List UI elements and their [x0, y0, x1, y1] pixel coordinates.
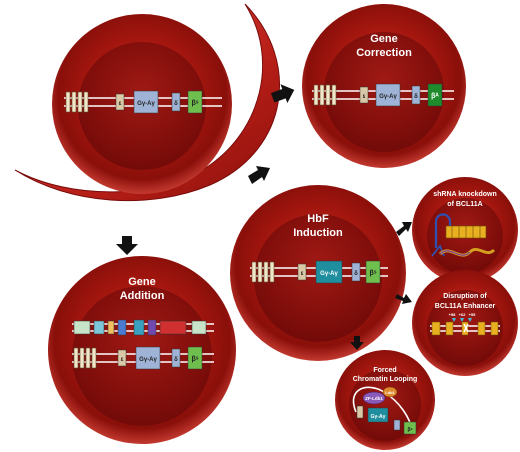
- epsilon-gene: [297, 263, 307, 281]
- gene-correction-title-2: Correction: [356, 47, 412, 59]
- epsilon-gene: [356, 405, 364, 419]
- looping-illustration: Gγ-Aγ βˢ ZF-Ldb1 Ldb1: [352, 386, 417, 435]
- looping-title-1: Forced: [373, 367, 396, 374]
- gamma-gene: [135, 346, 161, 370]
- epsilon-label: ε: [363, 94, 366, 100]
- enhancer-marker-icon: [460, 318, 464, 322]
- zf-ldb1-label: ZF-Ldb1: [365, 396, 383, 401]
- delta-gene: [351, 262, 361, 282]
- delta-gene: [411, 85, 421, 105]
- arrow-to-hbf-induction: [248, 166, 270, 184]
- gamma-gene: [133, 90, 159, 114]
- beta-s-label: βˢ: [192, 100, 199, 107]
- beta-s-gene: [403, 421, 417, 435]
- delta-label: δ: [354, 271, 358, 277]
- arrow-to-gene-addition: [116, 236, 138, 255]
- ldb1-protein: [382, 386, 398, 398]
- epsilon-label: ε: [119, 101, 122, 107]
- scissors-icon: [463, 323, 469, 333]
- gamma-label: Gγ-Aγ: [320, 271, 338, 277]
- hbf-induction-title-2: Induction: [293, 227, 343, 239]
- beta-s-gene: [187, 346, 203, 370]
- gamma-label: Gγ-Aγ: [139, 357, 157, 363]
- enhancer-label-58: +58: [449, 312, 457, 317]
- epsilon-gene: [117, 349, 127, 367]
- disruption-title-1: Disruption of: [443, 293, 487, 300]
- enhancer-marker-icon: [468, 318, 472, 322]
- enhancer-illustration: +58 +62 +55: [430, 312, 500, 336]
- beta-a-label: βᴬ: [431, 92, 439, 100]
- shrna-title-2: of BCL11A: [447, 201, 482, 208]
- ldb1-label: Ldb1: [385, 390, 395, 395]
- lentiviral-vector: [72, 319, 214, 336]
- gamma-label: Gγ-Aγ: [137, 101, 155, 107]
- gene-addition-title-1: Gene: [128, 276, 156, 288]
- arrow-to-looping: [350, 336, 364, 350]
- arrow-to-gene-correction: [270, 84, 295, 104]
- gamma-gene-induced: [315, 260, 343, 284]
- gene-correction-title-1: Gene: [370, 33, 398, 45]
- epsilon-gene: [359, 86, 369, 104]
- lcr-element: [73, 347, 97, 369]
- looping-cell: Forced Chromatin Looping: [335, 350, 435, 450]
- enhancer-label-55: +55: [469, 312, 477, 317]
- locus-corrected: ε Gγ-Aγ δ βᴬ: [312, 83, 454, 107]
- gamma-gene-induced: [367, 407, 389, 423]
- enhancer-label-62: +62: [459, 312, 467, 317]
- delta-label: δ: [414, 94, 418, 100]
- epsilon-label: ε: [121, 357, 124, 363]
- locus-patient: ε Gγ-Aγ δ βˢ: [64, 90, 222, 114]
- beta-s-label: βˢ: [192, 356, 199, 363]
- delta-gene: [171, 348, 181, 368]
- arrows: [116, 84, 412, 350]
- delta-gene: [393, 419, 401, 431]
- hbf-induction-title-1: HbF: [307, 213, 329, 225]
- delta-label: δ: [174, 357, 178, 363]
- beta-s-label: βˢ: [408, 427, 413, 433]
- gamma-label: Gγ-Aγ: [379, 94, 397, 100]
- locus-addition: ε Gγ-Aγ δ βˢ: [72, 346, 214, 370]
- gamma-gene: [375, 83, 401, 107]
- locus-hbf: ε Gγ-Aγ δ βˢ: [250, 260, 388, 284]
- shrna-illustration: [431, 213, 496, 257]
- shrna-title-1: shRNA knockdown: [433, 191, 497, 198]
- enhancer-marker-icon: [452, 318, 456, 322]
- sickle-cell-shape: [14, 3, 281, 202]
- delta-gene: [171, 92, 181, 112]
- beta-s-gene: [365, 260, 381, 284]
- disruption-title-2: BCL11A Enhancer: [435, 303, 496, 310]
- lcr-element: [251, 261, 275, 283]
- gamma-label: Gγ-Aγ: [371, 414, 386, 420]
- beta-a-gene: [427, 83, 443, 107]
- epsilon-gene: [115, 93, 125, 111]
- lcr-element: [313, 84, 337, 106]
- beta-s-gene: [187, 90, 203, 114]
- arrow-to-shrna: [396, 222, 412, 236]
- zf-ldb1-protein: [362, 391, 386, 405]
- looping-title-2: Chromatin Looping: [353, 376, 418, 383]
- delta-label: δ: [174, 101, 178, 107]
- epsilon-label: ε: [301, 271, 304, 277]
- lcr-element: [65, 91, 89, 113]
- beta-s-label: βˢ: [370, 270, 377, 277]
- hairpin-icon: [434, 213, 452, 248]
- arrow-to-disruption: [395, 294, 412, 304]
- gene-addition-title-2: Addition: [120, 290, 165, 302]
